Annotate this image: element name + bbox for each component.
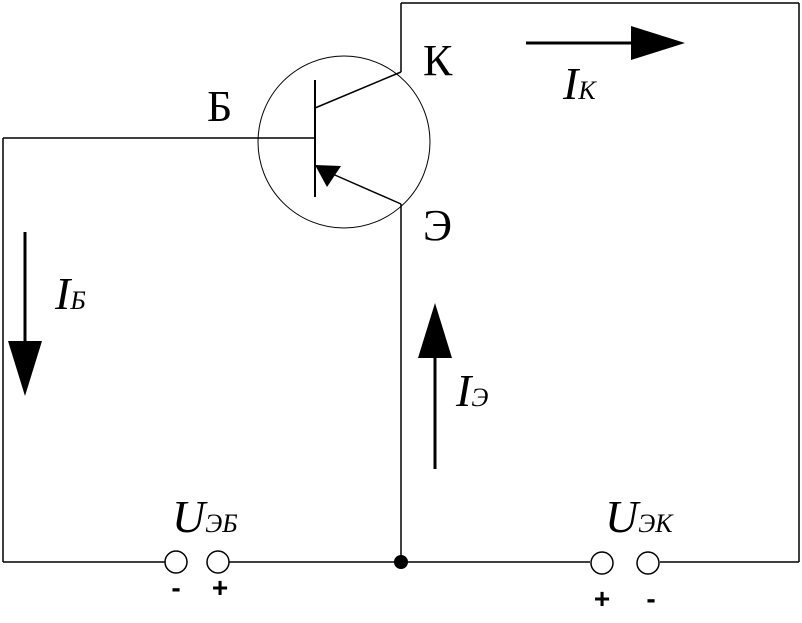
- transistor-body: [257, 55, 431, 229]
- sign-uek-right: -: [646, 583, 655, 614]
- transistor: [257, 55, 431, 229]
- terminal-uek-plus[interactable]: [590, 551, 614, 575]
- sign-ueb-left: -: [171, 572, 180, 603]
- junction-node: [394, 555, 408, 569]
- label-emitter: Э: [423, 201, 452, 250]
- sign-uek-left: +: [594, 583, 610, 614]
- terminal-ueb-plus[interactable]: [206, 550, 230, 574]
- terminals-ueb: [164, 550, 230, 574]
- terminals-uek: [590, 551, 660, 575]
- arrow-base-head: [8, 341, 42, 396]
- label-current-collector: IК: [562, 58, 597, 109]
- transistor-collector-lead: [314, 71, 402, 109]
- arrow-emitter-head: [418, 303, 452, 358]
- wires: [2, 2, 800, 563]
- label-current-base: IБ: [54, 268, 86, 319]
- transistor-emitter-lead: [327, 171, 402, 205]
- label-collector: К: [423, 36, 453, 85]
- arrow-base-current: [8, 232, 42, 396]
- terminal-uek-minus[interactable]: [636, 551, 660, 575]
- arrow-emitter-current: [418, 303, 452, 469]
- label-voltage-uek: UЭК: [605, 491, 674, 542]
- label-current-emitter: IЭ: [455, 365, 488, 416]
- label-voltage-ueb: UЭБ: [172, 491, 238, 542]
- terminal-ueb-minus[interactable]: [164, 550, 188, 574]
- sign-ueb-right: +: [212, 572, 228, 603]
- arrow-collector-head: [631, 26, 685, 60]
- label-base: Б: [207, 82, 232, 131]
- arrow-collector-current: [526, 26, 685, 60]
- transistor-emitter-arrow: [315, 165, 341, 187]
